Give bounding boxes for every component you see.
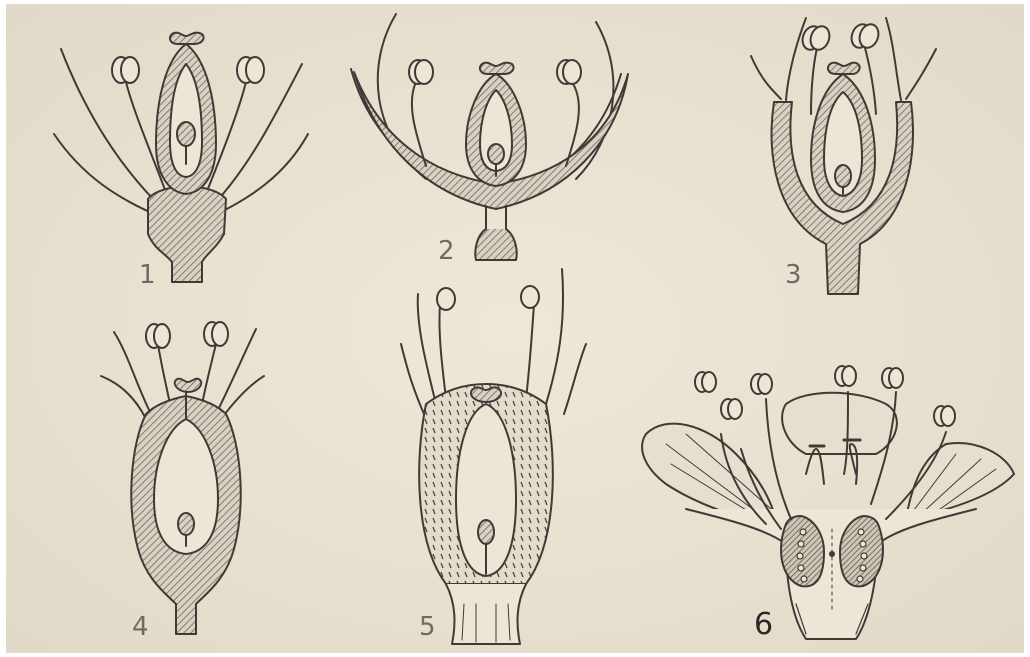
flower-sections-svg [6, 4, 1024, 653]
figure-label-3: 3 [785, 262, 802, 288]
figure-label-4: 4 [132, 614, 149, 640]
diagram-plate: 1 2 3 4 5 6 [6, 4, 1024, 653]
figure-label-6: 6 [754, 610, 773, 640]
figure-label-5: 5 [419, 614, 436, 640]
figure-label-1: 1 [139, 262, 156, 288]
figure-label-2: 2 [438, 238, 455, 264]
